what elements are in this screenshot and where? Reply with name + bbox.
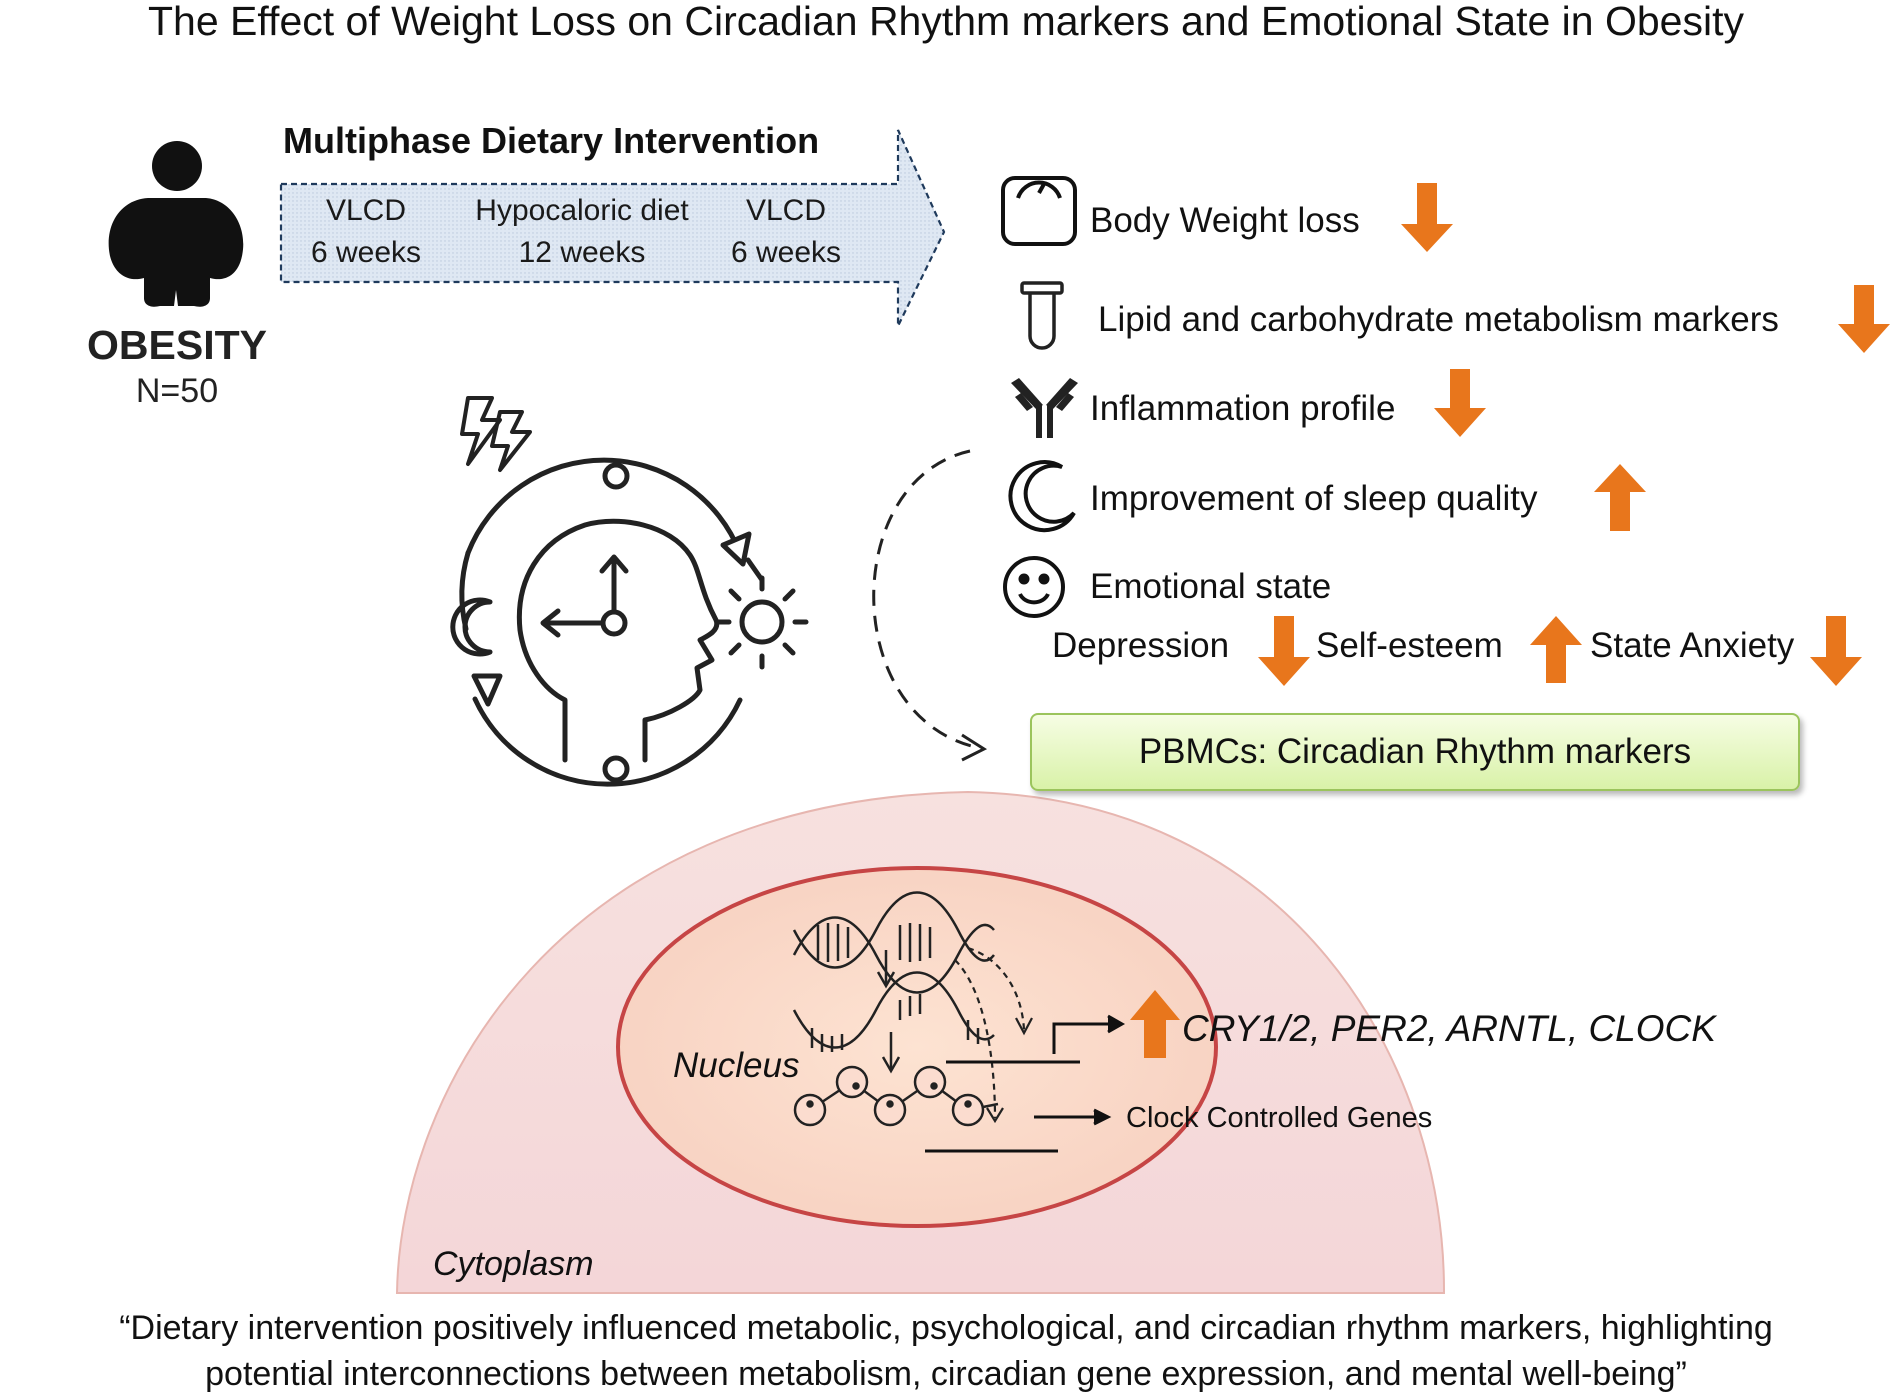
depression-down-arrow (1258, 616, 1310, 686)
anxiety-down-arrow (1810, 616, 1862, 686)
nucleus-region (616, 866, 1218, 1228)
conclusion-line-1: “Dietary intervention positively influen… (119, 1309, 1773, 1347)
subitem-state-anxiety: State Anxiety (1590, 626, 1795, 665)
phase-3: VLCD 6 weeks (716, 190, 856, 274)
genes-up-arrow (1130, 990, 1180, 1058)
nucleus-label: Nucleus (673, 1046, 800, 1085)
page-title: The Effect of Weight Loss on Circadian R… (148, 0, 1744, 44)
phase-2-name: Hypocaloric diet (475, 194, 689, 227)
phase-1: VLCD 6 weeks (296, 190, 436, 274)
dashed-link-arrow (872, 449, 981, 750)
conclusion-line-2: potential interconnections between metab… (205, 1355, 1687, 1393)
rna-icon (792, 971, 995, 1052)
outcome-body-weight: Body Weight loss (1090, 201, 1360, 240)
phase-1-duration: 6 weeks (310, 236, 422, 269)
body-weight-down-arrow (1401, 183, 1453, 252)
test-tube-icon (1020, 281, 1064, 350)
pbmc-box: PBMCs: Circadian Rhythm markers (1030, 713, 1800, 791)
phase-2: Hypocaloric diet 12 weeks (462, 190, 702, 274)
intervention-title: Multiphase Dietary Intervention (283, 120, 820, 161)
metabolism-down-arrow (1838, 285, 1890, 353)
obese-person-icon (108, 141, 244, 307)
ccg-label: Clock Controlled Genes (1126, 1102, 1433, 1134)
upregulated-genes-label: CRY1/2, PER2, ARNTL, CLOCK (1182, 1008, 1716, 1049)
dna-icon (792, 891, 995, 994)
smiley-icon (1003, 556, 1065, 618)
antibody-icon (1011, 378, 1078, 438)
outcome-inflammation: Inflammation profile (1090, 389, 1396, 428)
moon-icon (1008, 460, 1076, 533)
outcome-emotional-state: Emotional state (1090, 567, 1332, 606)
subitem-self-esteem: Self-esteem (1316, 626, 1503, 665)
outcome-sleep: Improvement of sleep quality (1090, 479, 1538, 518)
translation-arrow-icon (881, 1032, 901, 1074)
intervention-arrow (279, 129, 946, 327)
population-label: OBESITY (87, 322, 267, 368)
cytoplasm-label: Cytoplasm (433, 1245, 594, 1283)
feedback-dashed-arrows (954, 946, 1033, 1124)
lightning-icon (460, 396, 532, 472)
sleep-up-arrow (1594, 464, 1646, 531)
inflammation-down-arrow (1434, 369, 1486, 437)
phase-1-name: VLCD (325, 194, 407, 227)
circadian-head-icon (450, 457, 809, 787)
phase-2-duration: 12 weeks (518, 236, 646, 269)
dashed-link-arrowhead (961, 733, 988, 762)
phase-3-duration: 6 weeks (730, 236, 842, 269)
phase-3-name: VLCD (745, 194, 827, 227)
population-size: N=50 (135, 372, 219, 410)
transcription-arrow-icon (876, 950, 896, 989)
gene-promoter-arrows (925, 1014, 1126, 1153)
protein-chain-icon (793, 1065, 999, 1127)
self-esteem-up-arrow (1530, 616, 1582, 683)
subitem-depression: Depression (1052, 626, 1230, 665)
scale-icon (1001, 176, 1077, 246)
outcome-metabolism: Lipid and carbohydrate metabolism marker… (1098, 300, 1779, 339)
